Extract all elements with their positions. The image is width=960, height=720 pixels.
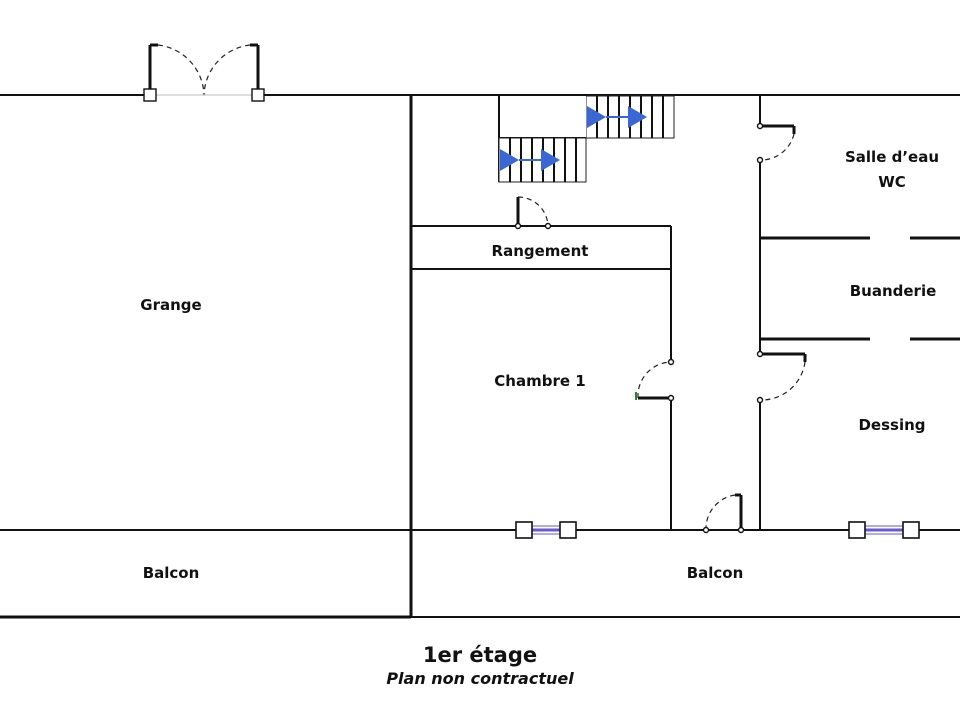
room-label-grange: Grange <box>140 296 201 314</box>
stair-arrow-icon <box>587 106 606 128</box>
staircase <box>498 95 675 183</box>
plan-subtitle: Plan non contractuel <box>386 669 574 688</box>
room-label-wc: WC <box>878 173 906 191</box>
walls <box>0 94 960 619</box>
stair-arrow-icon <box>500 149 519 171</box>
window-dessing <box>848 521 920 539</box>
room-label-buanderie: Buanderie <box>850 282 937 300</box>
door-salle-eau <box>756 122 796 164</box>
door-dessing <box>756 350 807 404</box>
door-rangement <box>514 196 552 230</box>
room-label-salle-eau: Salle d’eau <box>845 148 939 166</box>
double-door-top <box>143 43 265 102</box>
door-balcon <box>702 493 745 534</box>
stair-arrow-icon <box>541 149 560 171</box>
room-label-balcon-right: Balcon <box>687 564 744 582</box>
plan-title: 1er étage <box>423 643 537 667</box>
stair-arrow-icon <box>628 106 647 128</box>
room-label-rangement: Rangement <box>492 242 589 260</box>
room-label-balcon-left: Balcon <box>143 564 200 582</box>
room-label-chambre: Chambre 1 <box>494 372 585 390</box>
window-chambre <box>515 521 577 539</box>
door-chambre <box>635 358 675 402</box>
room-label-dessing: Dessing <box>858 416 925 434</box>
